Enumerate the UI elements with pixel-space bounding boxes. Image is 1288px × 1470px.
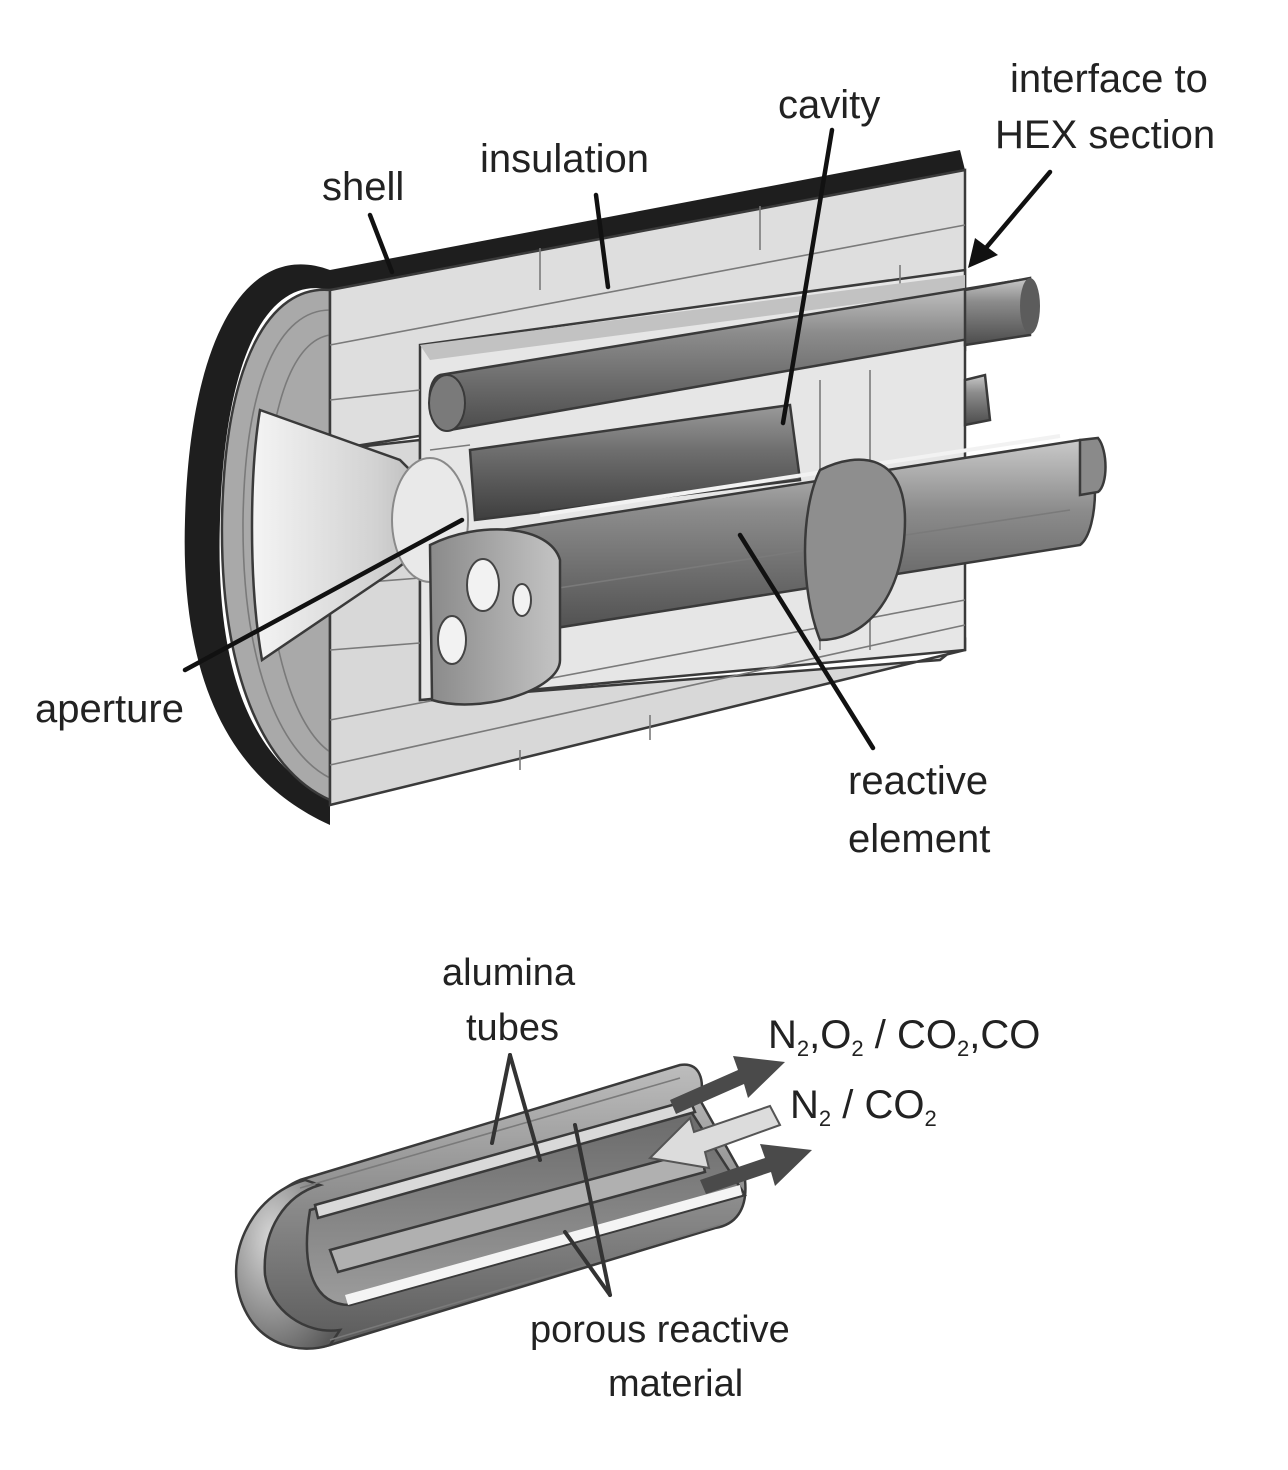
holder-hole-1 bbox=[466, 558, 500, 612]
label-cavity: cavity bbox=[778, 83, 880, 127]
element-flange bbox=[803, 458, 907, 642]
label-alumina-line2: tubes bbox=[466, 1007, 559, 1049]
front-holder-plate bbox=[428, 528, 562, 706]
label-reactive-line2: element bbox=[848, 817, 990, 861]
label-interface-line1: interface to bbox=[1010, 57, 1208, 101]
reactive-element-detail bbox=[234, 1056, 812, 1350]
label-insulation: insulation bbox=[480, 137, 649, 181]
label-porous-line1: porous reactive bbox=[530, 1309, 790, 1351]
holder-hole-3 bbox=[512, 583, 532, 617]
bottom-leader-lines bbox=[490, 1053, 612, 1297]
label-interface-line2: HEX section bbox=[995, 113, 1215, 157]
label-gas-in: N2 / CO2 bbox=[790, 1083, 937, 1131]
reactor-cutaway bbox=[184, 150, 1107, 825]
outer-shell-top bbox=[330, 150, 965, 290]
outer-shell-front bbox=[184, 264, 330, 825]
holder-hole-2 bbox=[437, 615, 467, 665]
detail-end-cap bbox=[234, 1178, 343, 1350]
flow-in-arrow bbox=[647, 1104, 782, 1170]
label-shell: shell bbox=[322, 165, 404, 209]
label-gas-out: N2,O2 / CO2,CO bbox=[768, 1013, 1040, 1061]
label-alumina-line1: alumina bbox=[442, 952, 576, 994]
cavity-tube-back bbox=[468, 403, 802, 522]
top-leader-lines bbox=[182, 127, 1053, 751]
label-porous-line2: material bbox=[608, 1363, 743, 1405]
flow-out-arrow-1 bbox=[670, 1056, 785, 1114]
label-aperture: aperture bbox=[35, 687, 184, 731]
detail-alumina-tube-upper bbox=[313, 1098, 697, 1220]
detail-alumina-tube-center bbox=[328, 1148, 707, 1274]
label-reactive-line1: reactive bbox=[848, 759, 988, 803]
flow-out-arrow-2 bbox=[700, 1144, 812, 1194]
detail-porous-strip bbox=[345, 1185, 742, 1305]
